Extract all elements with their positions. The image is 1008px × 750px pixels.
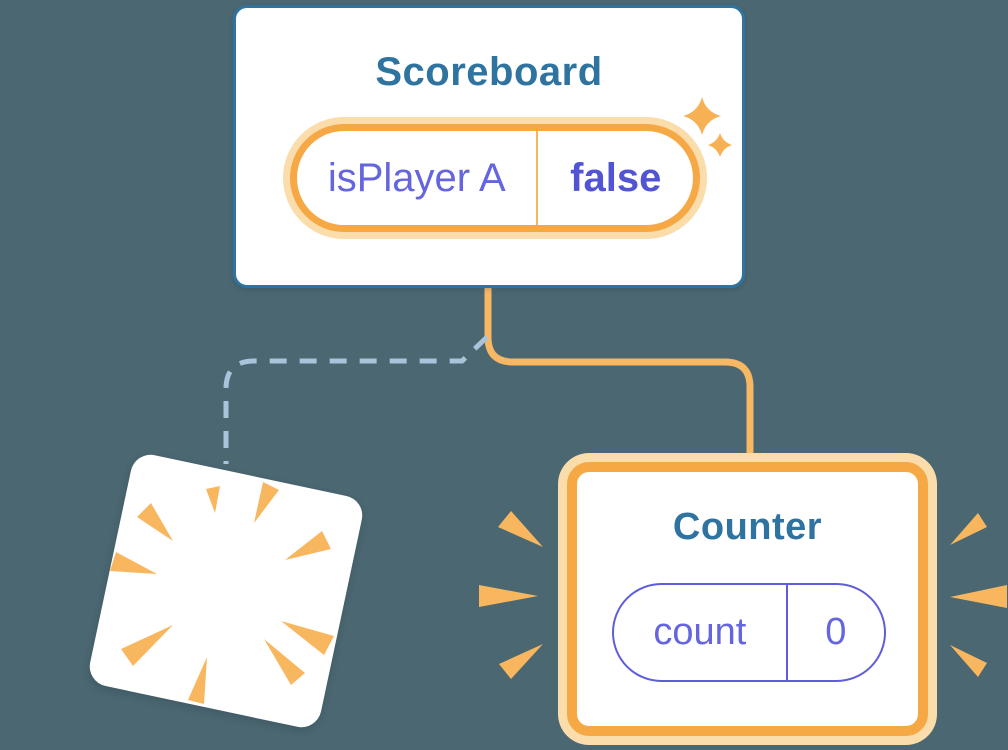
state-key-label: count xyxy=(653,611,747,653)
state-value-label: 0 xyxy=(785,585,884,680)
solid-connector-line xyxy=(484,288,754,470)
scoreboard-state-pill: isPlayer A false xyxy=(290,124,700,232)
state-key-label: isPlayer A xyxy=(327,155,506,200)
counter-title: Counter xyxy=(672,506,823,548)
scoreboard-title: Scoreboard xyxy=(375,50,603,94)
counter-state-pill: count 0 xyxy=(612,583,886,682)
scoreboard-component-card: Scoreboard isPlayer A false xyxy=(233,5,745,288)
counter-component-card: Counter count 0 xyxy=(567,462,928,736)
state-value-label: false xyxy=(536,131,693,225)
dashed-connector-line xyxy=(223,335,489,464)
destroyed-component-card xyxy=(86,451,366,731)
